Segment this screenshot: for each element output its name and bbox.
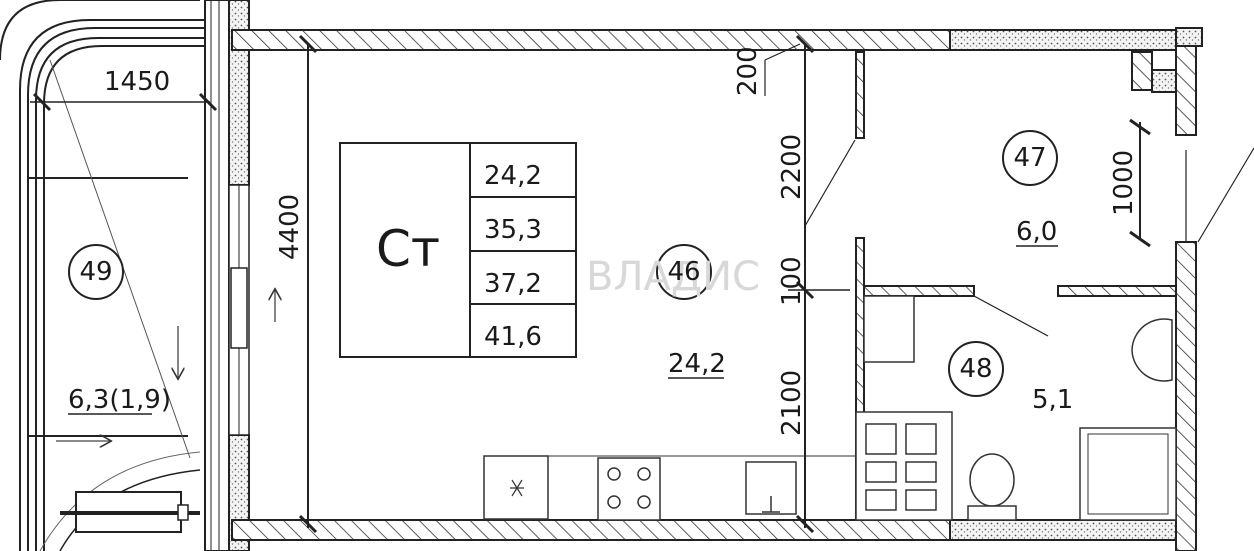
bathroom-fixtures	[855, 295, 1177, 521]
legend-area-2: 35,3	[484, 215, 542, 245]
room-46-number: 46	[667, 257, 700, 287]
stove-icon	[597, 457, 661, 521]
dim-balcony-width: 1450	[104, 67, 170, 97]
room-49-number: 49	[79, 257, 112, 287]
dim-gap: 100	[777, 256, 807, 306]
hatched-walls	[231, 29, 1197, 551]
washbasin-icon	[1131, 318, 1173, 382]
radiator	[60, 491, 200, 533]
area-underlines	[68, 245, 1058, 415]
dim-room-depth: 4400	[275, 194, 305, 260]
room-46-area: 24,2	[668, 349, 726, 379]
room-markers	[68, 130, 1058, 397]
balcony-arrows	[56, 290, 275, 441]
watermark-text: ВЛАДИС	[586, 254, 760, 300]
legend-area-1: 24,2	[484, 161, 542, 191]
kitchen-fixtures	[483, 455, 855, 521]
dim-hall-width: 1000	[1109, 150, 1139, 216]
legend-area-4: 41,6	[484, 322, 542, 352]
apartment-type-label: Ст	[376, 220, 440, 278]
toilet-icon	[969, 453, 1015, 507]
room-47-number: 47	[1013, 143, 1046, 173]
masonry-walls	[949, 27, 1203, 541]
legend-area-3: 37,2	[484, 269, 542, 299]
room-47-area: 6,0	[1016, 217, 1057, 247]
room-49-area: 6,3(1,9)	[68, 385, 171, 415]
window-wall	[204, 0, 250, 551]
room-48-area: 5,1	[1032, 385, 1073, 415]
dim-door-height: 2200	[777, 134, 807, 200]
area-legend	[339, 142, 577, 358]
dim-lower-segment: 2100	[777, 370, 807, 436]
washer-icon	[863, 295, 915, 363]
room-48-number: 48	[959, 354, 992, 384]
dimension-lines	[30, 34, 1254, 534]
dim-top-segment: 200	[733, 46, 763, 96]
